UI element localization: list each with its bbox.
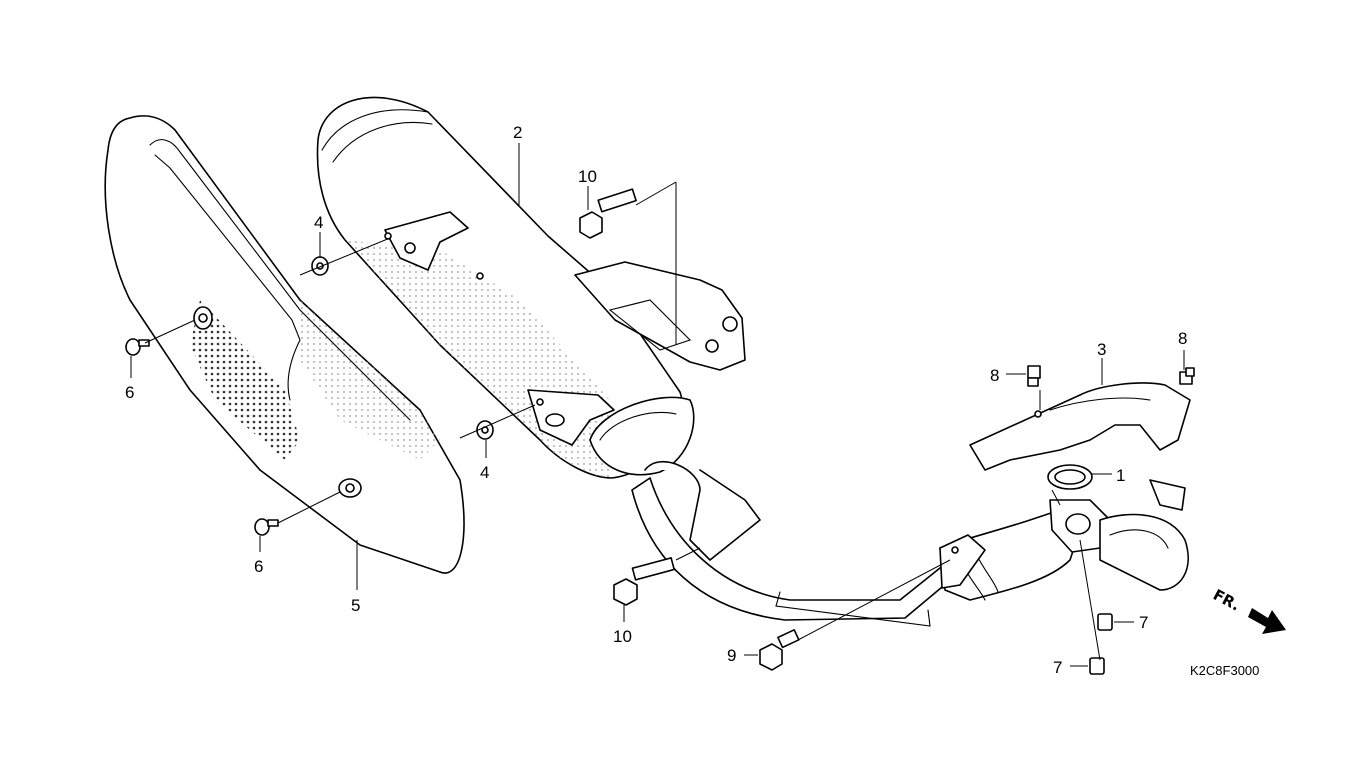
muffler [316,96,961,627]
callout-10-upper: 10 [578,167,597,186]
front-direction-label: FR. [1210,586,1243,615]
muffler-heat-shield [104,115,465,574]
bolts [125,188,1195,675]
callout-7-lower: 7 [1053,658,1062,677]
callout-1: 1 [1116,466,1125,485]
callout-2: 2 [513,123,522,142]
callout-5: 5 [351,596,360,615]
callout-8-right: 8 [1178,329,1187,348]
exhaust-pipe [939,479,1189,601]
drawing-code: K2C8F3000 [1190,663,1259,678]
front-arrow-icon [1248,608,1286,634]
callout-8-left: 8 [990,366,999,385]
callouts: 2 10 4 6 4 6 5 10 9 3 8 8 1 7 7 [125,123,1187,677]
callout-6-upper: 6 [125,383,134,402]
front-direction-indicator: FR. [1210,586,1286,634]
leader-lines [130,143,1185,667]
callout-9: 9 [727,646,736,665]
callout-6-lower: 6 [254,557,263,576]
exhaust-pipe-cover [969,382,1191,471]
callout-3: 3 [1097,340,1106,359]
callout-10-lower: 10 [613,627,632,646]
callout-4-lower: 4 [480,463,489,482]
callout-4-upper: 4 [314,213,323,232]
callout-7-upper: 7 [1139,613,1148,632]
